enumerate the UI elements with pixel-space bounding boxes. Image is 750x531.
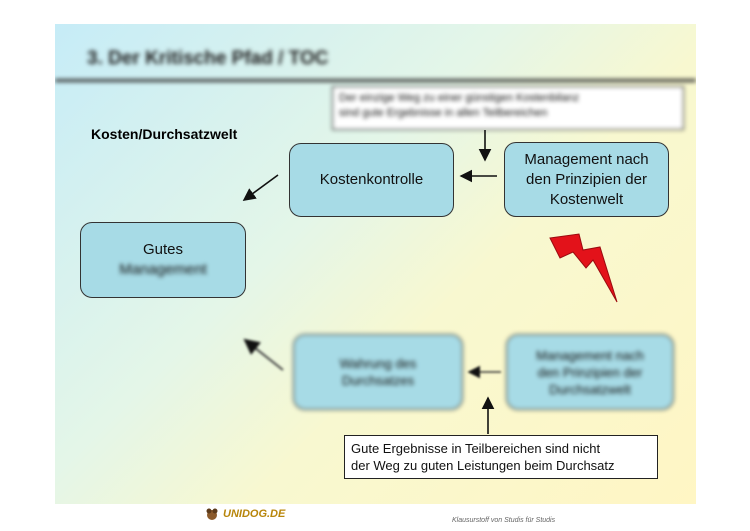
box-management-kostenwelt: Management nach den Prinzipien der Koste… bbox=[504, 142, 669, 217]
box-management-kostenwelt-line1: Management nach bbox=[524, 150, 649, 168]
box-kostenkontrolle-label: Kostenkontrolle bbox=[319, 171, 424, 188]
box-management-durchsatzwelt-line3: Durchsatzwelt bbox=[549, 381, 631, 397]
box-gutes-management-line2: Management bbox=[119, 261, 207, 278]
slide: 3. Der Kritische Pfad / TOC Kosten/Durch… bbox=[55, 24, 696, 504]
box-gutes-management-line1: Gutes bbox=[142, 241, 184, 258]
footer-credit: Klausurstoff von Studis für Studis bbox=[452, 517, 556, 524]
connector-layer bbox=[242, 130, 618, 434]
top-note: Der einzige Weg zu einer günstigen Koste… bbox=[332, 86, 684, 130]
bottom-note-line1: Gute Ergebnisse in Teilbereichen sind ni… bbox=[351, 441, 601, 456]
bottom-note-line2: der Weg zu guten Leistungen beim Durchsa… bbox=[351, 458, 615, 473]
footer-logo: UNIDOG.DE bbox=[205, 507, 285, 521]
section-label: Kosten/Durchsatzwelt bbox=[91, 126, 238, 142]
box-wahrung-durchsatz: Wahrung des Durchsatzes bbox=[293, 334, 463, 410]
box-management-durchsatzwelt-line1: Management nach bbox=[536, 347, 644, 363]
box-management-kostenwelt-line2: den Prinzipien der bbox=[526, 170, 647, 188]
footer-logo-text: UNIDOG.DE bbox=[223, 508, 286, 520]
top-note-line2: sind gute Ergebnisse in allen Teilbereic… bbox=[339, 107, 548, 119]
lightning-bolt-icon bbox=[549, 233, 618, 303]
title-divider bbox=[55, 79, 696, 82]
box-management-durchsatzwelt: Management nach den Prinzipien der Durch… bbox=[506, 334, 674, 410]
box-management-durchsatzwelt-line2: den Prinzipien der bbox=[537, 364, 643, 380]
arrow-wahrung-to-gutes bbox=[243, 338, 284, 371]
top-note-line1: Der einzige Weg zu einer günstigen Koste… bbox=[339, 92, 580, 104]
arrow-kostenkontrolle-to-gutes bbox=[242, 174, 279, 201]
dog-logo-icon bbox=[206, 508, 218, 520]
bottom-note: Gute Ergebnisse in Teilbereichen sind ni… bbox=[344, 435, 658, 479]
box-wahrung-line2: Durchsatzes bbox=[341, 373, 415, 388]
box-kostenkontrolle: Kostenkontrolle bbox=[289, 143, 454, 217]
box-management-kostenwelt-line3: Kostenwelt bbox=[549, 190, 624, 208]
slide-title: 3. Der Kritische Pfad / TOC bbox=[87, 48, 329, 69]
box-wahrung-line1: Wahrung des bbox=[339, 356, 417, 371]
box-gutes-management: Gutes Management bbox=[80, 222, 246, 298]
